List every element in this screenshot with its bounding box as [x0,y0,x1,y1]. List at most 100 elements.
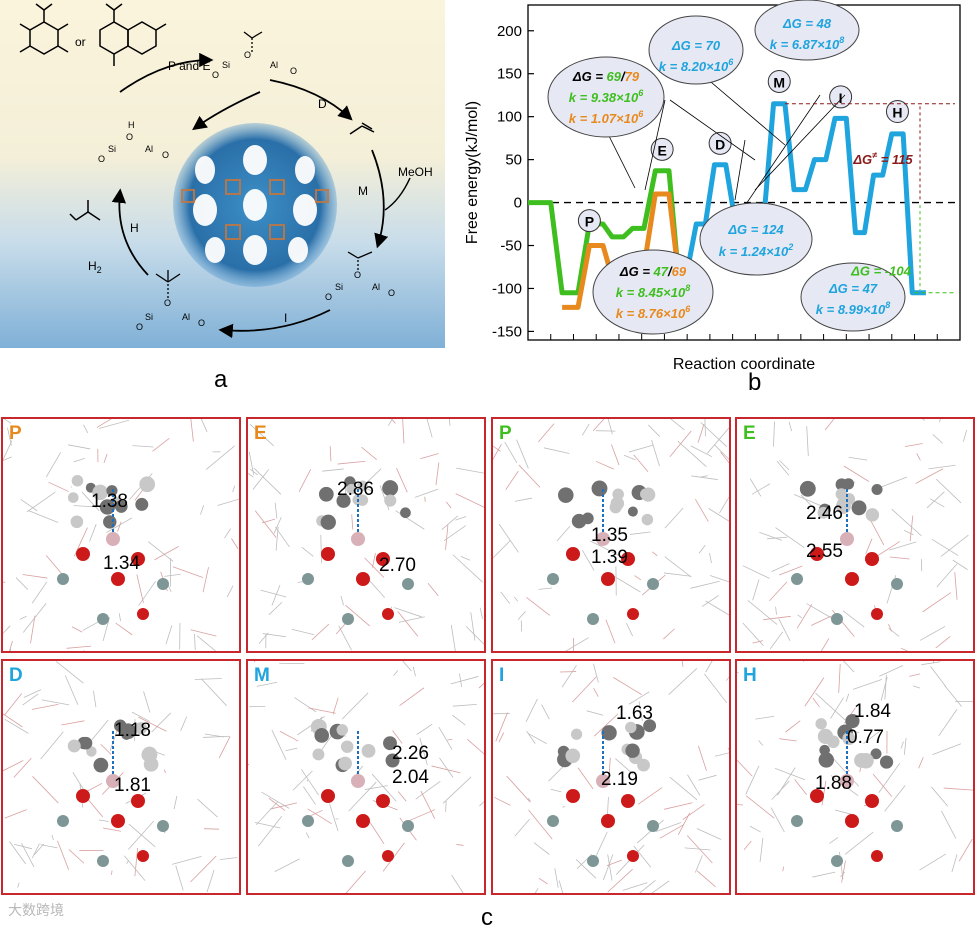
bond-distance-label: 2.04 [392,767,429,788]
zeolite-framework-lines [493,419,729,651]
state-marker-h [885,100,909,124]
y-tick-label: 200 [497,23,522,40]
annotation-bubble-pe-bottom [592,249,714,335]
step-d-label: D [318,97,327,111]
svg-text:O: O [98,154,105,164]
y-tick-label: -50 [500,238,522,255]
svg-text:O: O [136,322,143,332]
h2-label: H2 [88,259,102,275]
structure-tag: I [499,665,505,686]
molecule-model [57,474,169,625]
series-line-green [528,168,681,296]
state-marker-e [650,137,674,161]
m-dg: ΔG = 124 [727,222,784,237]
molecule-model [791,478,903,625]
annotation-leader [644,99,666,191]
bond-distance-label: 1.88 [815,773,852,794]
bond-distance-label: 1.39 [591,547,628,568]
annotation-bubble-i [754,0,860,61]
annotation-bubble-m [699,202,813,276]
d-k: k = 8.20×106 [659,57,734,74]
pe-bottom-k-orange: k = 8.76×106 [616,304,691,321]
annotation-bubble-pe-top [547,56,665,138]
y-axis-label: Free energy(kJ/mol) [464,101,481,244]
zeolite-framework-image [173,123,337,287]
bond-distance-label: 2.86 [337,479,374,500]
state-marker-p [577,209,601,233]
m-k: k = 1.24×102 [719,242,793,259]
annotation-bubble-d [648,15,744,85]
structure-tag: E [743,423,756,444]
zeolite-framework-lines [3,661,238,893]
state-label-p: P [585,214,594,230]
panel-label-a: a [214,366,228,393]
svg-text:Al: Al [145,144,153,154]
pe-bottom-dg: ΔG = 47/69 [619,264,687,279]
bond-distance-label: 2.46 [806,503,843,524]
zeolite-framework-lines [737,661,973,883]
step-m-label: M [358,184,368,198]
zeolite-framework-lines [742,419,969,651]
pe-bottom-k-green: k = 8.45×108 [616,283,690,300]
bond-distance-label: 2.55 [806,541,843,562]
y-tick-label: 0 [514,195,522,212]
svg-text:O: O [354,270,361,280]
state-marker-i [829,85,853,109]
svg-text:Al: Al [182,312,190,322]
zeolite-framework-lines [3,419,239,651]
molecule-model [547,480,659,625]
panel-label-c: c [481,904,493,931]
bond-distance-label: 1.18 [114,720,151,741]
zeolite-framework-lines [248,661,484,893]
bond-distance-label: 2.70 [379,555,416,576]
i-k: k = 6.87×108 [770,35,844,52]
molecule-model [547,719,659,867]
state-label-e: E [657,142,666,158]
series-line-blue [684,101,926,296]
svg-text:Si: Si [335,282,343,292]
structure-tag: H [743,665,757,686]
panel-label-b: b [748,369,762,396]
state-label-d: D [715,136,725,152]
bond-distance-label: 1.35 [591,525,628,546]
y-tick-label: -150 [492,323,522,340]
tetralin-structure [99,3,167,66]
d-dg: ΔG = 70 [671,38,721,53]
svg-text:Si: Si [108,144,116,154]
y-tick-label: 100 [497,109,522,126]
y-tick-label: -100 [492,280,522,297]
bond-distance-label: 2.19 [601,769,638,790]
svg-text:Al: Al [372,282,380,292]
pe-top-k-orange: k = 1.07×106 [569,109,644,126]
propene-structure [349,122,375,135]
molecule-model [57,719,169,867]
bond-distance-label: 1.34 [103,553,140,574]
h-k: k = 8.99×108 [816,300,890,317]
state-label-h: H [892,105,902,121]
state-label-m: M [773,74,785,90]
svg-text:O: O [126,132,133,142]
annotation-bubble-h [800,262,906,332]
plot-frame [527,4,961,341]
pe-top-k-green: k = 9.38×106 [569,88,644,105]
svg-text:Si: Si [222,60,230,70]
svg-text:Si: Si [145,312,153,322]
or-label: or [75,35,86,49]
svg-text:O: O [162,150,169,160]
reaction-label: ΔG = -104 [850,264,911,279]
svg-text:O: O [212,70,219,80]
svg-text:O: O [325,292,332,302]
bond-distance-label: 1.38 [91,491,128,512]
molecule-model [302,718,414,867]
svg-text:O: O [164,298,171,308]
molecule-model [302,476,414,625]
